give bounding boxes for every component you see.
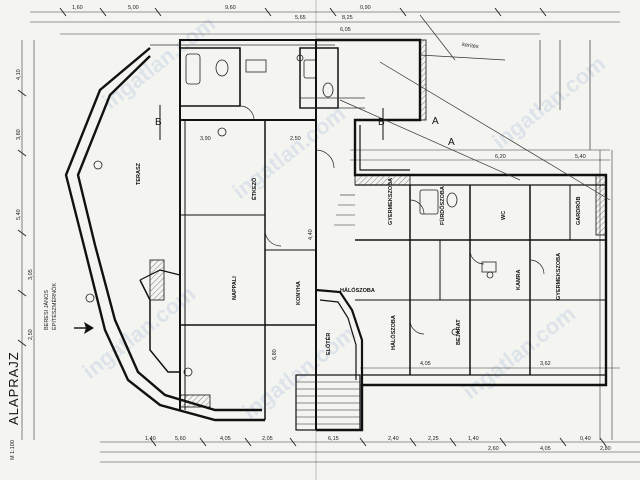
watermark: ingatlan.com — [238, 321, 360, 424]
dimension-text: 8,25 — [342, 15, 353, 21]
dimension-text: 1,60 — [72, 5, 83, 11]
walls — [64, 38, 608, 432]
dimension-text: 2,80 — [600, 446, 611, 452]
room-label: NAPPALI — [232, 276, 238, 300]
dimension-text: 6,20 — [495, 154, 506, 160]
section-mark-b: B — [155, 117, 162, 128]
dimension-text: 3,05 — [28, 269, 34, 280]
room-label: KONYHA — [296, 281, 302, 305]
stairs — [296, 194, 360, 425]
room-label: TERASZ — [136, 162, 142, 185]
dimension-text: 2,60 — [488, 446, 499, 452]
room-label: GYERMEKSZOBA — [388, 178, 394, 225]
dimension-text: 4,05 — [540, 446, 551, 452]
hatched-walls — [149, 39, 607, 408]
door-swings — [239, 105, 545, 335]
dimension-text: 2,05 — [262, 436, 273, 442]
room-label: HÁLÓSZOBA — [389, 315, 397, 350]
dimension-lines — [21, 11, 640, 463]
dimension-texts-inner: 6,20 5,40 3,90 2,50 4,05 3,62 4,40 6,80 — [200, 136, 586, 367]
room-label: WC — [501, 211, 507, 220]
dimension-text: 1,40 — [468, 436, 479, 442]
dimension-text: 3,90 — [200, 136, 211, 142]
dimension-texts-top: 1,60 5,00 9,60 5,65 6,05 8,25 0,90 — [72, 5, 371, 33]
dimension-text: 4,05 — [420, 361, 431, 367]
dimension-text: 2,50 — [290, 136, 301, 142]
watermark: ingatlan.com — [458, 301, 580, 404]
dimension-text: 5,00 — [128, 5, 139, 11]
watermark: ingatlan.com — [488, 51, 610, 154]
section-mark-a: A — [432, 116, 439, 127]
dimension-text: 2,25 — [428, 436, 439, 442]
dimension-text: 4,40 — [308, 229, 314, 240]
dimension-text: 5,40 — [575, 154, 586, 160]
drawing-title: ALAPRAJZ — [6, 351, 21, 425]
dimension-text: 4,10 — [16, 69, 22, 80]
fence-label: kerítés — [462, 42, 479, 50]
dimension-text: 2,40 — [388, 436, 399, 442]
room-label: GYERMEKSZOBA — [556, 253, 562, 300]
dimension-text: 5,40 — [16, 209, 22, 220]
room-label: BEJÁRAT — [455, 319, 462, 345]
room-label: ELŐTÉR — [324, 333, 332, 355]
watermark: ingatlan.com — [98, 11, 220, 114]
dimension-text: 5,60 — [175, 436, 186, 442]
watermark: ingatlan.com — [228, 101, 350, 204]
north-arrow-icon — [84, 322, 94, 334]
dimension-text: 5,65 — [295, 15, 306, 21]
dimension-text: 0,90 — [360, 5, 371, 11]
dimension-text: 6,05 — [340, 27, 351, 33]
room-label: FÜRDŐSZOBA — [439, 186, 446, 225]
dimension-text: 3,62 — [540, 361, 551, 367]
architect-stamp: BERESI JÁNOS ÉPÍTÉSZMÉRNÖK — [43, 283, 58, 330]
dimension-text: 9,60 — [225, 5, 236, 11]
dimension-text: 4,05 — [220, 436, 231, 442]
dimension-texts-bottom: 1,40 5,60 4,05 2,05 6,15 2,40 2,25 1,40 … — [145, 436, 611, 452]
section-mark-b: B — [378, 117, 385, 128]
dimension-ticks — [17, 7, 607, 447]
section-markers: B B A A — [74, 105, 455, 334]
room-label: KAMRA — [516, 270, 522, 290]
dimension-text: 6,15 — [328, 436, 339, 442]
dimension-text: 0,40 — [580, 436, 591, 442]
room-label: HÁLÓSZOBA — [340, 286, 375, 294]
construction-lines — [150, 14, 611, 201]
room-label: ÉTKEZŐ — [250, 177, 258, 200]
architect-title: ÉPÍTÉSZMÉRNÖK — [51, 283, 58, 330]
dimension-text: 3,60 — [16, 129, 22, 140]
fixtures — [85, 53, 497, 377]
dimension-text: 1,40 — [145, 436, 156, 442]
architect-name: BERESI JÁNOS — [43, 290, 50, 330]
drawing-scale: M 1:100 — [10, 440, 16, 460]
room-labels: TERASZ ÉTKEZŐ NAPPALI KONYHA ELŐTÉR HÁLÓ… — [136, 162, 582, 355]
dimension-text: 6,80 — [272, 349, 278, 360]
dimension-texts-left: 4,10 3,60 5,40 3,05 2,50 — [16, 69, 34, 340]
room-label: GARDRÓB — [574, 197, 582, 225]
dimension-text: 2,50 — [28, 329, 34, 340]
section-mark-a: A — [448, 137, 455, 148]
